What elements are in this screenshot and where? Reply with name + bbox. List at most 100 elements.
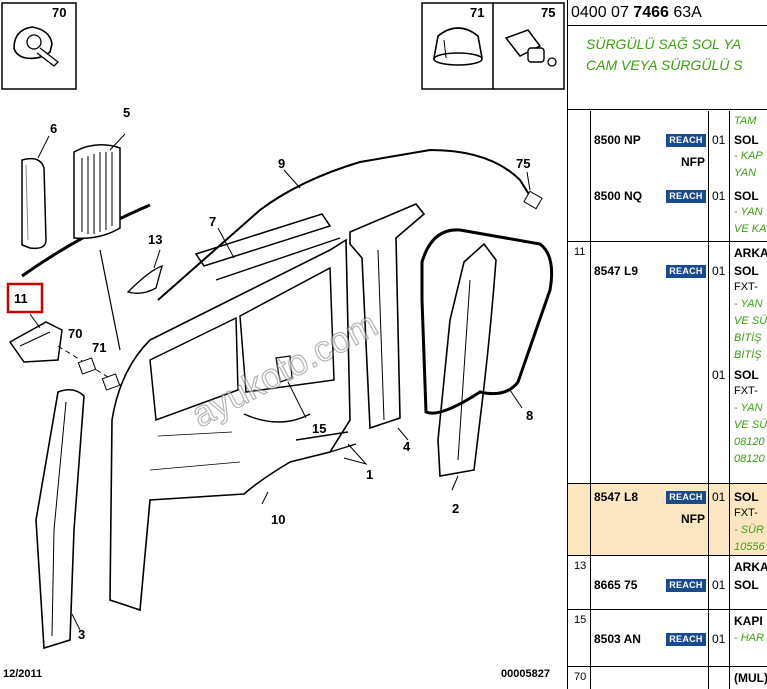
quantity: 01 (712, 189, 726, 203)
column-divider (590, 484, 591, 555)
part-13-flap (126, 264, 163, 294)
section-title: SÜRGÜLÜ SAĞ SOL YA CAM VEYA SÜRGÜLÜ S (568, 26, 767, 110)
item-number: 70 (574, 671, 587, 683)
callout-15: 15 (312, 421, 326, 436)
table-row: 70 (MUL) (568, 667, 767, 689)
column-divider (590, 556, 591, 609)
part-6-vent (21, 135, 50, 250)
callout-75-box: 75 (541, 5, 555, 20)
reference-bold: 7466 (633, 4, 669, 21)
title-line-1: SÜRGÜLÜ SAĞ SOL YA (586, 36, 742, 52)
part-note: - YAN (734, 402, 763, 414)
part-side: SOL (734, 264, 759, 278)
drawing-number: 00005827 (501, 668, 550, 680)
reach-badge[interactable]: REACH (666, 579, 706, 592)
column-divider (708, 111, 709, 241)
callout-70: 70 (68, 326, 82, 341)
callout-7: 7 (209, 214, 216, 229)
column-divider (729, 111, 730, 241)
part-note: VE KA (734, 223, 767, 235)
column-divider (729, 667, 730, 689)
callout-70-box: 70 (52, 5, 66, 20)
reach-badge[interactable]: REACH (666, 491, 706, 504)
part-number: 8665 75 (594, 578, 638, 592)
column-divider (729, 242, 730, 483)
nfp-flag: NFP (681, 512, 705, 526)
part-note: FXT- (734, 385, 758, 397)
parts-panel: 0400 07 7466 63A SÜRGÜLÜ SAĞ SOL YA CAM … (567, 0, 767, 689)
row-note: TAM (734, 115, 757, 127)
part-note: - KAP (734, 150, 763, 162)
part-9-strip (157, 148, 531, 301)
callout-11-highlight (6, 282, 44, 314)
column-divider (729, 556, 730, 609)
group-heading: (MUL) (734, 671, 767, 685)
part-note: FXT- (734, 281, 758, 293)
part-side: SOL (734, 368, 759, 382)
reach-badge[interactable]: REACH (666, 134, 706, 147)
part-number: 8547 L8 (594, 490, 639, 504)
part-1-rail (295, 431, 357, 453)
part-note: 10556 (734, 541, 765, 553)
part-note: - HAR (734, 632, 764, 644)
part-4-b-pillar (349, 203, 426, 441)
callout-75: 75 (516, 156, 530, 171)
column-divider (708, 484, 709, 555)
part-75-clip (523, 190, 543, 210)
item-number: 11 (574, 246, 586, 258)
group-heading: KAPI (734, 614, 763, 628)
part-3-pillar (35, 388, 85, 650)
clip-70-icon (13, 26, 59, 67)
part-11-bracket (8, 313, 133, 393)
part-side: SOL (734, 578, 759, 592)
exploded-diagram: 70 71 75 (1, 2, 565, 680)
group-heading: ARKA (734, 246, 767, 260)
reach-badge[interactable]: REACH (666, 265, 706, 278)
quantity: 01 (712, 264, 726, 278)
nfp-flag: NFP (681, 155, 705, 169)
part-note: YAN (734, 167, 757, 179)
detail-box-71-75: 71 75 (421, 2, 565, 90)
column-divider (729, 484, 730, 555)
part-note: - SÜR (734, 524, 764, 536)
part-2-c-pillar (437, 242, 497, 491)
column-divider (708, 242, 709, 483)
detail-box-70: 70 (1, 2, 77, 90)
callout-3: 3 (78, 627, 85, 642)
part-number: 8500 NP (594, 133, 641, 147)
part-5-grille (73, 133, 126, 240)
quantity: 01 (712, 133, 726, 147)
callout-2: 2 (452, 501, 459, 516)
item-number: 15 (574, 614, 587, 626)
column-divider (590, 667, 591, 689)
reference-prefix: 0400 07 (571, 4, 629, 21)
part-note: - YAN (734, 206, 763, 218)
quantity: 01 (712, 578, 726, 592)
reach-badge[interactable]: REACH (666, 633, 706, 646)
diagram-date: 12/2011 (3, 668, 43, 680)
part-number: 8500 NQ (594, 189, 643, 203)
column-divider (590, 111, 591, 241)
callout-1: 1 (366, 467, 373, 482)
part-note: VE SÜ (734, 419, 767, 431)
column-divider (590, 242, 591, 483)
clip-75-icon (504, 29, 557, 67)
part-note: BİTİŞ (734, 332, 762, 344)
part-side: SOL (734, 133, 759, 147)
column-divider (708, 610, 709, 666)
item-number: 13 (574, 560, 587, 572)
callout-9: 9 (278, 156, 285, 171)
column-divider (729, 610, 730, 666)
quantity: 01 (712, 368, 726, 382)
part-15-piece (275, 355, 293, 383)
reach-badge[interactable]: REACH (666, 190, 706, 203)
part-side: SOL (734, 189, 759, 203)
part-note: VE SÜ (734, 315, 767, 327)
part-side: SOL (734, 490, 759, 504)
